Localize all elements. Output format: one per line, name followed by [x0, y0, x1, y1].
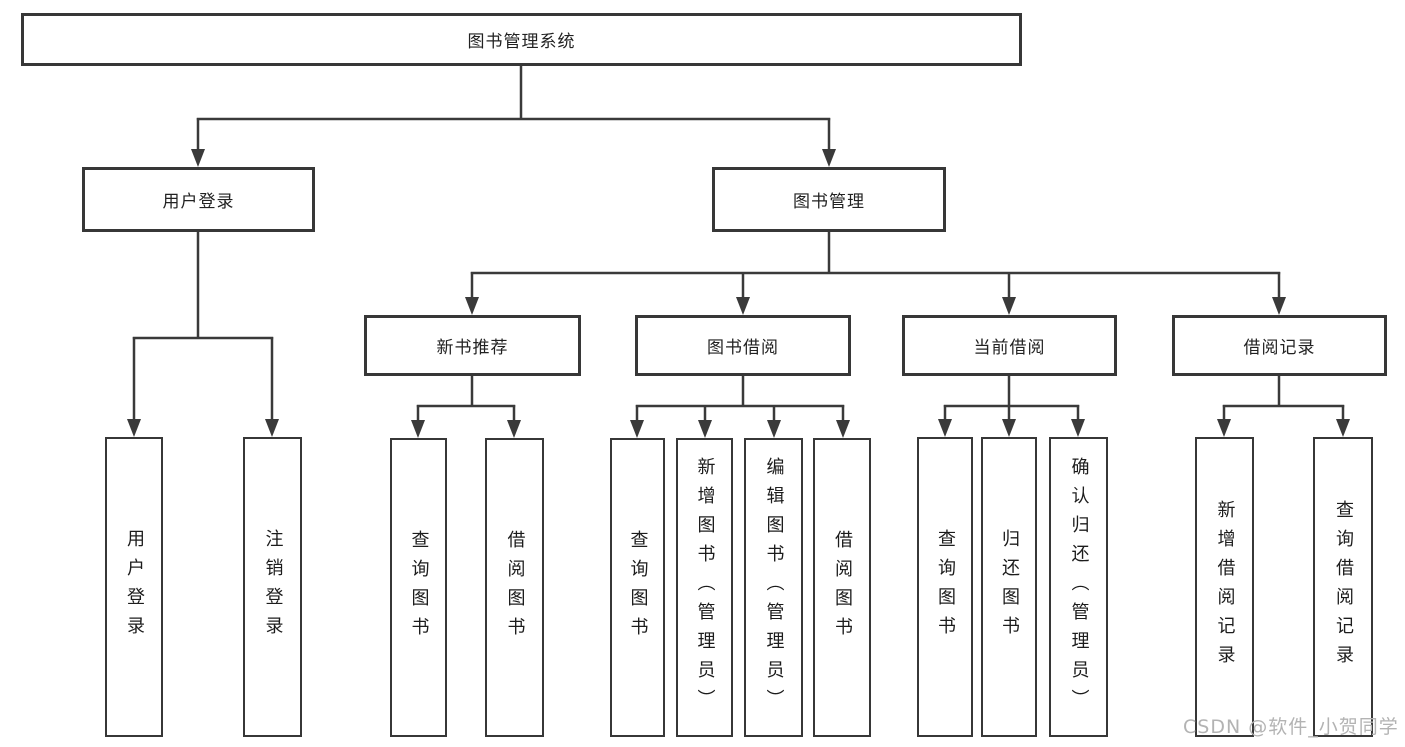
node-new-book-recommendation: 新书推荐 [364, 315, 581, 376]
leaf-borrow-books-recommend-label: 借阅图书 [504, 529, 526, 646]
node-book-borrowing: 图书借阅 [635, 315, 851, 376]
leaf-return-books-label: 归还图书 [999, 529, 1020, 645]
leaf-borrow-books-borrowing: 借阅图书 [813, 438, 871, 737]
leaf-logout-label: 注销登录 [262, 529, 284, 645]
leaf-query-borrow-record: 查询借阅记录 [1313, 437, 1373, 737]
node-book-borrowing-label: 图书借阅 [707, 338, 779, 358]
leaf-add-books-admin: 新增图书（管理员） [676, 438, 733, 737]
node-book-management: 图书管理 [712, 167, 946, 232]
leaf-add-borrow-record-label: 新增借阅记录 [1214, 500, 1236, 674]
leaf-add-books-admin-label: 新增图书（管理员） [694, 457, 716, 718]
node-borrowing-records-label: 借阅记录 [1243, 338, 1316, 358]
leaf-query-borrow-record-label: 查询借阅记录 [1333, 500, 1354, 674]
leaf-user-login-label: 用户登录 [124, 529, 145, 645]
leaf-query-books-borrowing-label: 查询图书 [627, 529, 649, 646]
leaf-query-books-recommend-label: 查询图书 [408, 529, 430, 646]
node-user-login-label: 用户登录 [162, 192, 235, 212]
leaf-query-books-current: 查询图书 [917, 437, 973, 737]
leaf-edit-books-admin: 编辑图书（管理员） [744, 438, 803, 737]
node-new-book-recommendation-label: 新书推荐 [436, 338, 509, 358]
leaf-return-books: 归还图书 [981, 437, 1037, 737]
node-current-borrowing: 当前借阅 [902, 315, 1117, 376]
leaf-edit-books-admin-label: 编辑图书（管理员） [763, 457, 785, 718]
node-library-system: 图书管理系统 [21, 13, 1022, 66]
csdn-watermark: CSDN @软件_小贺同学 [1183, 716, 1399, 738]
leaf-user-login: 用户登录 [105, 437, 163, 737]
leaf-confirm-return-admin: 确认归还（管理员） [1049, 437, 1108, 737]
leaf-query-books-recommend: 查询图书 [390, 438, 447, 737]
leaf-add-borrow-record: 新增借阅记录 [1195, 437, 1254, 737]
leaf-query-books-borrowing: 查询图书 [610, 438, 665, 737]
node-book-management-label: 图书管理 [793, 192, 865, 212]
node-current-borrowing-label: 当前借阅 [973, 338, 1046, 358]
leaf-query-books-current-label: 查询图书 [935, 529, 956, 645]
leaf-borrow-books-recommend: 借阅图书 [485, 438, 544, 737]
leaf-confirm-return-admin-label: 确认归还（管理员） [1068, 456, 1090, 718]
node-user-login: 用户登录 [82, 167, 315, 232]
node-library-system-label: 图书管理系统 [467, 32, 576, 52]
leaf-borrow-books-borrowing-label: 借阅图书 [832, 529, 853, 646]
leaf-logout: 注销登录 [243, 437, 302, 737]
node-borrowing-records: 借阅记录 [1172, 315, 1387, 376]
